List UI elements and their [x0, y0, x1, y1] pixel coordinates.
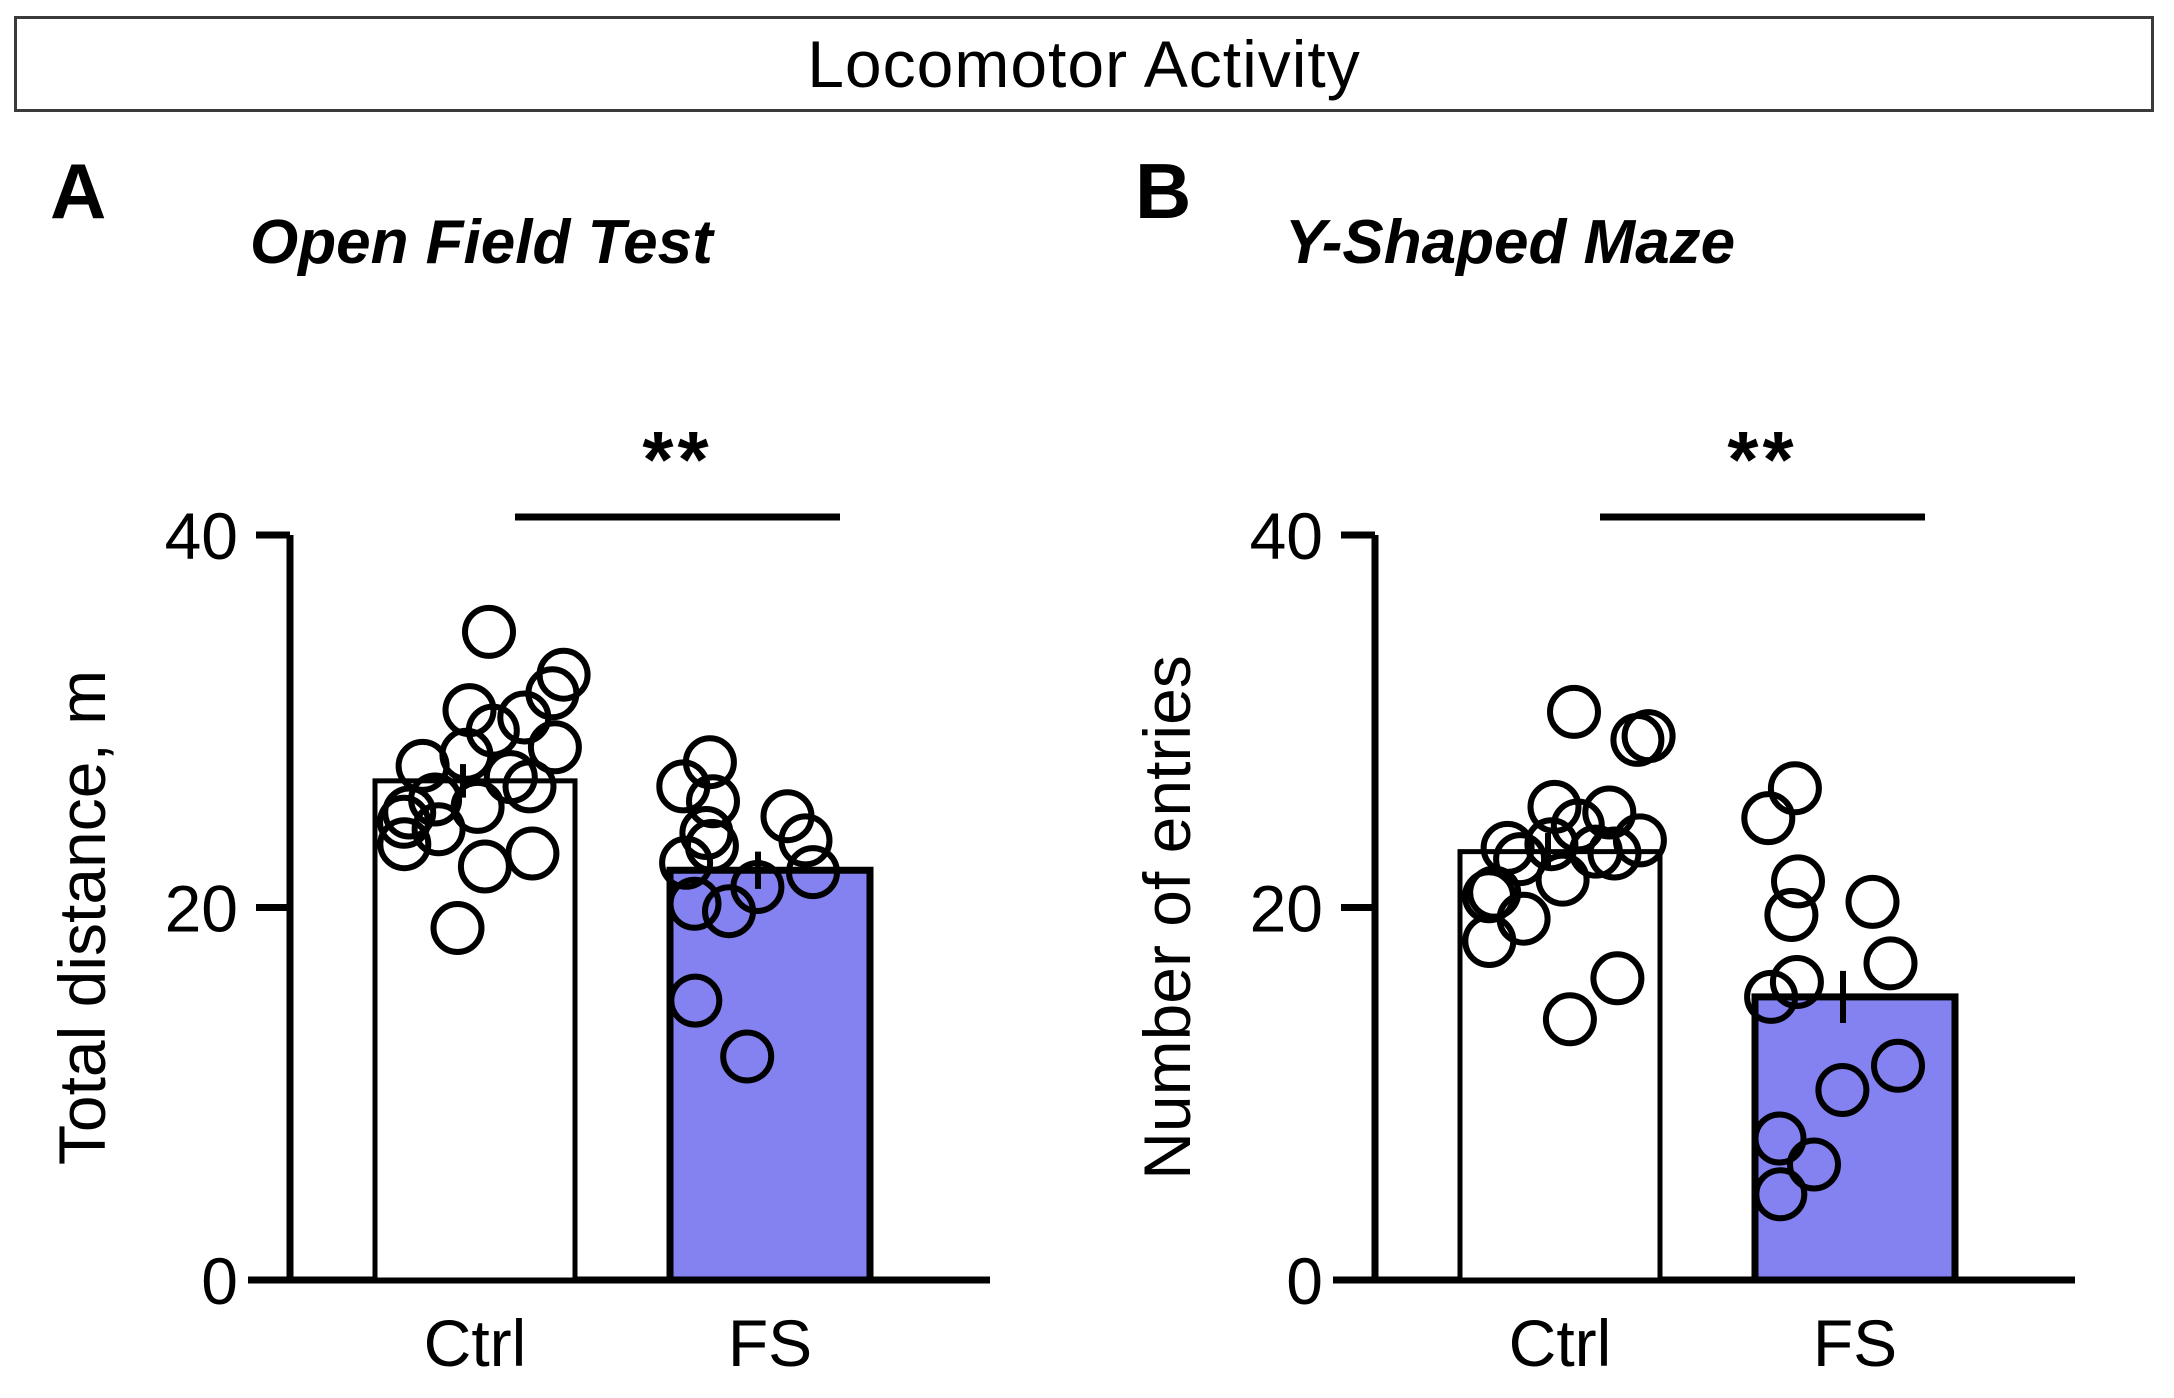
data-point: [1587, 826, 1642, 881]
bar-fs: [666, 866, 874, 1284]
x-axis-label-fs: FS: [1813, 1306, 1897, 1380]
scatter-group-ctrl: [1462, 684, 1676, 1047]
data-point: [462, 604, 516, 659]
panel-a-letter: A: [50, 147, 107, 235]
data-point: [502, 759, 557, 814]
data-point: [457, 839, 512, 894]
data-point: [377, 817, 432, 872]
y-tick-label: 40: [1250, 499, 1323, 573]
data-point: [1744, 969, 1799, 1024]
data-point: [1462, 914, 1517, 968]
y-tick-label: 20: [165, 872, 238, 946]
data-point: [1752, 1111, 1807, 1166]
x-axis-label-ctrl: Ctrl: [424, 1306, 527, 1380]
page-title: Locomotor Activity: [807, 27, 1361, 101]
y-tick-label: 0: [201, 1244, 238, 1318]
data-point: [382, 785, 437, 840]
x-axis-label-fs: FS: [728, 1306, 812, 1380]
significance-stars: **: [1727, 415, 1797, 504]
data-point: [778, 813, 833, 868]
data-point: [1493, 832, 1548, 887]
data-point: [656, 759, 711, 814]
data-point: [1863, 936, 1918, 991]
y-tick-label: 40: [165, 499, 238, 573]
data-point: [786, 845, 840, 900]
scatter-group-fs: [1741, 761, 1925, 1222]
data-point: [1610, 712, 1665, 767]
data-point: [702, 884, 756, 939]
panel-a-title: Open Field Test: [250, 208, 713, 277]
data-point: [1845, 874, 1900, 929]
data-point: [1542, 992, 1597, 1047]
data-point: [1771, 854, 1825, 909]
data-point: [667, 876, 722, 931]
panel-b-letter: B: [1135, 147, 1192, 235]
x-axis-label-ctrl: Ctrl: [1509, 1306, 1612, 1380]
data-point: [377, 794, 431, 849]
data-point: [527, 720, 582, 775]
significance-stars: **: [642, 415, 712, 504]
bar-ctrl: [372, 778, 578, 1283]
data-point: [720, 1029, 775, 1084]
data-point: [1547, 684, 1601, 739]
data-point: [1764, 888, 1819, 942]
data-point: [497, 690, 552, 745]
data-point: [1767, 761, 1822, 816]
data-point: [686, 774, 740, 829]
scatter-group-fs: [656, 735, 840, 1084]
bar-ctrl: [1457, 849, 1663, 1283]
data-point: [659, 835, 714, 890]
data-point: [1590, 951, 1645, 1006]
data-point: [668, 973, 723, 1028]
data-point: [1787, 1137, 1841, 1192]
y-tick-label: 20: [1250, 872, 1323, 946]
scatter-group-ctrl: [377, 604, 591, 955]
data-point: [1535, 852, 1590, 907]
data-point: [430, 901, 485, 955]
data-point: [411, 802, 466, 857]
y-axis-title: Total distance, m: [45, 670, 119, 1165]
panel-b-title: Y-Shaped Maze: [1285, 208, 1736, 277]
data-point: [1582, 785, 1637, 840]
y-tick-label: 0: [1286, 1244, 1323, 1318]
data-point: [1769, 955, 1824, 1009]
data-point: [1741, 791, 1796, 846]
header-banner: Locomotor Activity: [14, 16, 2154, 112]
y-axis-title: Number of entries: [1130, 655, 1204, 1180]
data-point: [1815, 1063, 1870, 1117]
data-point: [1753, 1167, 1808, 1222]
data-point: [1568, 824, 1623, 879]
data-point: [1871, 1038, 1925, 1093]
bar-fs: [1751, 993, 1959, 1284]
